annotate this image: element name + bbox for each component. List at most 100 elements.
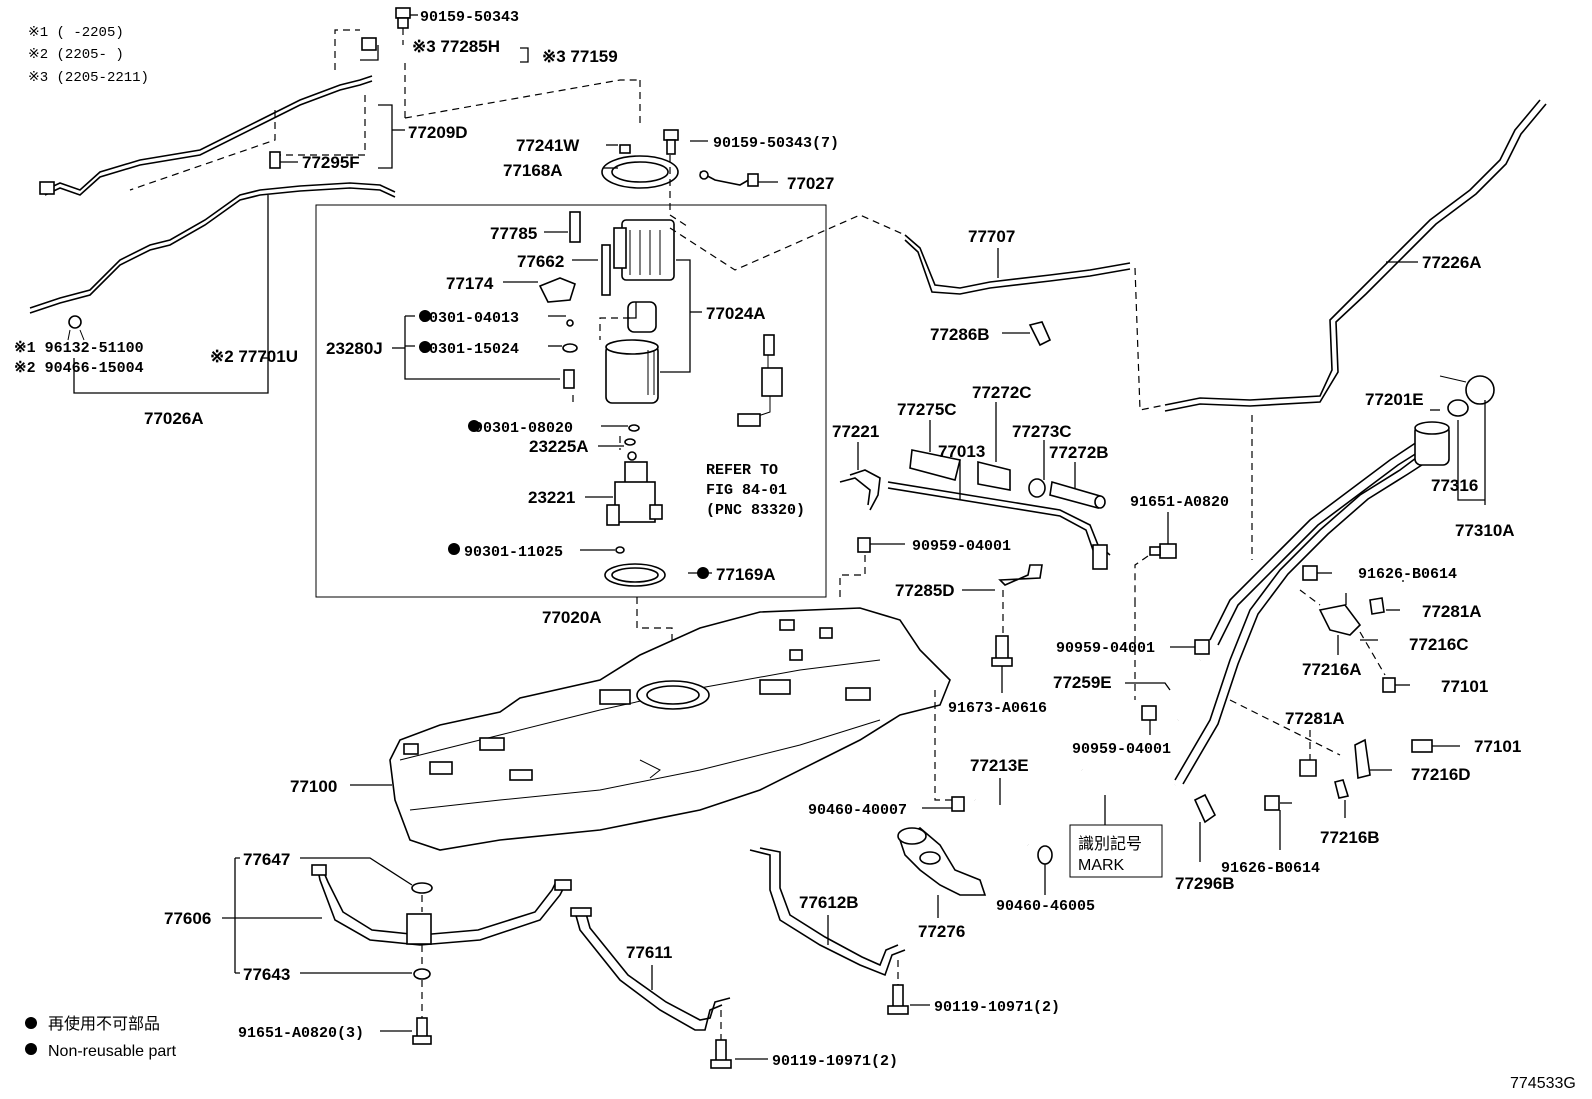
- label-23221: 23221: [528, 488, 575, 507]
- tank-strap-77611: [570, 907, 731, 1031]
- mark-en-label: MARK: [1078, 857, 1125, 874]
- legend-dot-jp: [25, 1017, 37, 1029]
- label-77159: ※3 77159: [542, 47, 618, 66]
- tank-strap-77612B: [749, 847, 906, 977]
- label-77295F: 77295F: [302, 153, 360, 172]
- label-77101-a: 77101: [1441, 677, 1488, 696]
- label-refer-line3: (PNC 83320): [706, 502, 805, 519]
- label-90159-50343-7: 90159-50343(7): [713, 135, 839, 152]
- label-77281A-a: 77281A: [1422, 602, 1482, 621]
- label-77026A: 77026A: [144, 409, 204, 428]
- label-77662: 77662: [517, 252, 564, 271]
- note-1: ※1 ( -2205): [28, 25, 124, 41]
- label-23225A: 23225A: [529, 437, 589, 456]
- label-77611: 77611: [626, 943, 672, 962]
- label-77226A: 77226A: [1422, 253, 1482, 272]
- label-refer-line2: FIG 84-01: [706, 482, 787, 499]
- label-77100: 77100: [290, 777, 337, 796]
- label-77259E: 77259E: [1053, 673, 1112, 692]
- label-77296B: 77296B: [1175, 874, 1235, 893]
- note-3: ※3 (2205-2211): [28, 70, 149, 86]
- fuel-filter: [606, 451, 663, 526]
- label-77272B: 77272B: [1049, 443, 1109, 462]
- label-77701U: ※2 77701U: [210, 347, 298, 366]
- label-77168A: 77168A: [503, 161, 563, 180]
- label-23280J: 23280J: [326, 339, 383, 358]
- label-77024A: 77024A: [706, 304, 766, 323]
- label-77241W: 77241W: [516, 136, 580, 155]
- label-77310A: 77310A: [1455, 521, 1515, 540]
- figure-code: 774533G: [1510, 1075, 1576, 1092]
- tank-strap-77606: [311, 864, 572, 946]
- label-91673-A0616: 91673-A0616: [948, 700, 1047, 717]
- label-77275C: 77275C: [897, 400, 957, 419]
- fuel-tank: [389, 607, 951, 851]
- label-90460-40007: 90460-40007: [808, 802, 907, 819]
- label-77169A: 77169A: [716, 565, 776, 584]
- label-77209D: 77209D: [408, 123, 468, 142]
- label-refer-line1: REFER TO: [706, 462, 778, 479]
- label-96132-51100: ※1 96132-51100: [14, 340, 144, 357]
- fuel-line-77226A: [1164, 99, 1547, 412]
- label-77643: 77643: [243, 965, 290, 984]
- label-77286B: 77286B: [930, 325, 990, 344]
- retainer-ring: [601, 144, 679, 189]
- label-77281A-b: 77281A: [1285, 709, 1345, 728]
- fuel-line-lower: [29, 182, 396, 341]
- pump-module: [601, 219, 675, 404]
- label-77174: 77174: [446, 274, 494, 293]
- part-number-labels: 90159-50343 ※3 77285H ※3 77159 77209D 77…: [14, 9, 1521, 1070]
- label-77216A: 77216A: [1302, 660, 1362, 679]
- label-77020A: 77020A: [542, 608, 602, 627]
- mark-jp-label: 識別記号: [1078, 835, 1142, 853]
- label-91626-B0614-b: 91626-B0614: [1221, 860, 1320, 877]
- label-77285H: ※3 77285H: [412, 37, 500, 56]
- label-90959-04001-a: 90959-04001: [912, 538, 1011, 555]
- fuel-line-upper: [39, 75, 373, 196]
- legend-en: Non-reusable part: [48, 1043, 177, 1060]
- label-77316: 77316: [1431, 476, 1478, 495]
- bolt-top-left: [395, 7, 418, 29]
- label-77201E: 77201E: [1365, 390, 1424, 409]
- label-91651-A0820: 91651-A0820: [1130, 494, 1229, 511]
- bolt-90159: [663, 129, 679, 155]
- label-90959-04001-c: 90959-04001: [1072, 741, 1171, 758]
- label-77612B: 77612B: [799, 893, 859, 912]
- label-77647: 77647: [243, 850, 290, 869]
- label-77101-b: 77101: [1474, 737, 1521, 756]
- label-90460-46005: 90460-46005: [996, 898, 1095, 915]
- hose-77276: [897, 827, 987, 896]
- label-77285D: 77285D: [895, 581, 955, 600]
- label-91626-B0614-a: 91626-B0614: [1358, 566, 1457, 583]
- legend-dot-en: [25, 1043, 37, 1055]
- label-77707: 77707: [968, 227, 1015, 246]
- note-2: ※2 (2205- ): [28, 47, 124, 63]
- label-91651-A0820-3: 91651-A0820(3): [238, 1025, 364, 1042]
- label-77216B: 77216B: [1320, 828, 1380, 847]
- legend-jp: 再使用不可部品: [48, 1015, 160, 1033]
- label-90119-10971-a: 90119-10971(2): [934, 999, 1060, 1016]
- label-90301-11025: 90301-11025: [464, 544, 563, 561]
- label-77216C: 77216C: [1409, 635, 1469, 654]
- label-77213E: 77213E: [970, 756, 1029, 775]
- legend: 再使用不可部品 Non-reusable part: [25, 1015, 177, 1060]
- breather-pipe: [887, 481, 1111, 570]
- label-90959-04001-b: 90959-04001: [1056, 640, 1155, 657]
- label-77276: 77276: [918, 922, 965, 941]
- mark-callout: 識別記号 MARK: [1069, 766, 1176, 878]
- label-90301-15024: 90301-15024: [420, 341, 519, 358]
- label-77221: 77221: [832, 422, 879, 441]
- label-90466-15004: ※2 90466-15004: [14, 360, 144, 377]
- non-reusable-markers: [419, 310, 709, 579]
- label-77216D: 77216D: [1411, 765, 1471, 784]
- label-77013: 77013: [938, 442, 985, 461]
- label-90301-04013: 90301-04013: [420, 310, 519, 327]
- label-77027: 77027: [787, 174, 834, 193]
- label-90119-10971-b: 90119-10971(2): [772, 1053, 898, 1070]
- fuel-pump-assembly-box: [315, 204, 827, 598]
- filler-neck: [1174, 421, 1450, 785]
- label-90159-50343-top: 90159-50343: [420, 9, 519, 26]
- label-77273C: 77273C: [1012, 422, 1072, 441]
- label-77272C: 77272C: [972, 383, 1032, 402]
